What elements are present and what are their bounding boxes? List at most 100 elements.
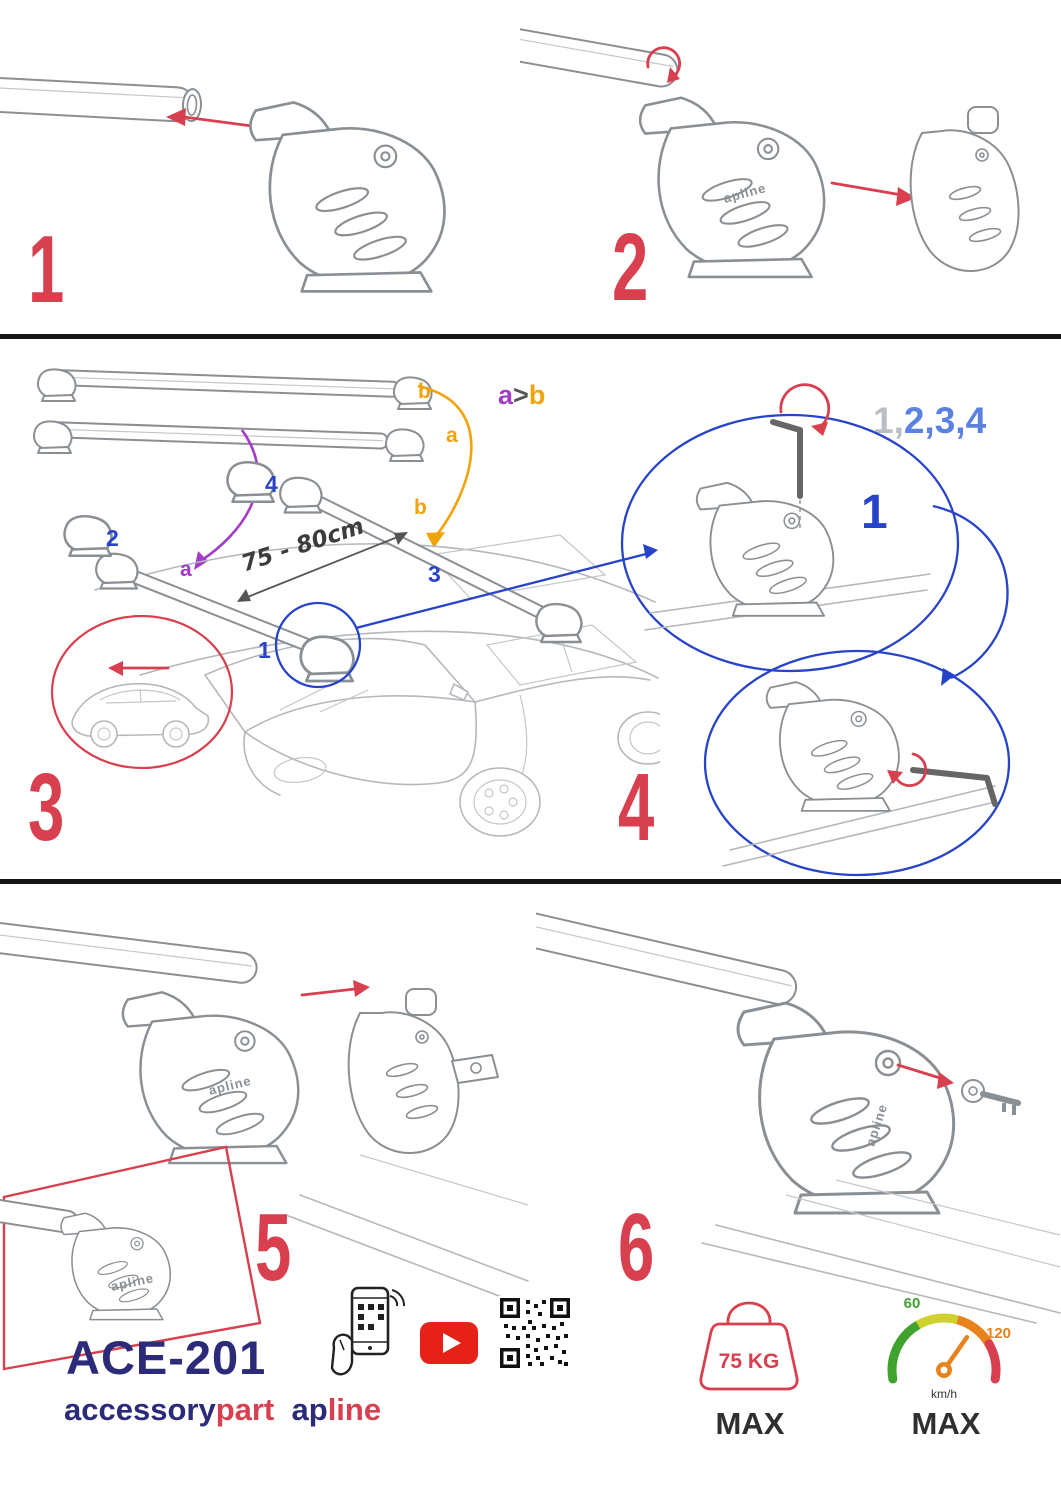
measurement-label: 75 - 80cm (238, 513, 367, 577)
step-number-5: 5 (255, 1194, 291, 1301)
stacked-bar-b-label: b (418, 380, 431, 403)
turn-arrow-side (893, 752, 928, 788)
detail-connector-arrowhead (643, 544, 658, 559)
step6-illustration: apline (536, 909, 1061, 1324)
tighten-sequence: 1,2,3,4 (873, 400, 987, 441)
tighten-seq-blue: 2,3,4 (904, 400, 987, 441)
roof-rail-lines (285, 1154, 529, 1308)
brand-accessory: accessory (64, 1392, 216, 1427)
compare-gt: > (513, 380, 529, 410)
foot-number-1: 1 (258, 637, 271, 663)
step4-illustration: 1,2,3,4 1 (620, 383, 1011, 877)
crossbar-tube (0, 77, 202, 123)
foot-cover (347, 988, 499, 1154)
allen-key-horizontal (910, 767, 998, 807)
car-direction-callout (50, 614, 234, 770)
bar-a-guide-curve (201, 429, 260, 562)
phone-qr-scan-icon (330, 1286, 406, 1376)
step-number-4: 4 (618, 754, 654, 861)
stacked-bar-b (53, 369, 401, 398)
remove-cover-arrow (300, 980, 370, 997)
allen-key-vertical (770, 419, 803, 499)
roof-bar-b-label: b (414, 496, 427, 519)
model-number: ACE-201 (66, 1331, 267, 1384)
step1-illustration (0, 77, 446, 293)
foot1-focus-circle (274, 601, 362, 689)
max-weight-label: MAX (715, 1406, 785, 1441)
compare-formula: a>b (498, 380, 545, 410)
rear-bar-foot-right (535, 602, 583, 644)
step-number-1: 1 (28, 216, 64, 323)
speed-unit-label: km/h (931, 1387, 957, 1401)
compare-b: b (529, 380, 546, 410)
front-bar-foot-left (95, 552, 139, 590)
max-speed-label: MAX (911, 1406, 981, 1441)
stacked-bar-a-label: a (446, 424, 458, 447)
speed-min-label: 60 (904, 1295, 921, 1312)
max-weight-value: 75 KG (719, 1350, 780, 1373)
bar-b-foot-left (37, 368, 77, 402)
tighten-side-detail (722, 681, 998, 867)
section-divider-2 (0, 879, 1061, 884)
section-divider-1 (0, 334, 1061, 339)
assembled-foot-small: apline (0, 1198, 172, 1321)
bar-b-guide-curve (417, 384, 473, 537)
brand-ap: ap (291, 1392, 328, 1427)
front-bar-foot-right (299, 635, 355, 683)
step3-illustration: b a a>b (33, 368, 660, 837)
foot-number-2: 2 (106, 525, 119, 551)
car-outline (94, 534, 660, 837)
stacked-bar-a (48, 421, 389, 450)
crossbar-tube (0, 921, 258, 984)
bar-a-foot-right (385, 428, 425, 462)
bar-b-guide-arrowhead (426, 532, 445, 548)
bar-a-foot-left (33, 420, 73, 454)
detail-connector-curve (932, 504, 1009, 680)
crossbar-stub (520, 26, 679, 88)
compare-a: a (498, 380, 514, 410)
brand-part: part (215, 1392, 275, 1427)
turn-arrowhead-side (887, 770, 903, 784)
remove-cover-arrow (830, 181, 916, 206)
detail-connector-line (355, 552, 647, 630)
roof-bar-a-label: a (180, 558, 192, 581)
insert-arrow (166, 108, 254, 128)
qr-code-icon (498, 1296, 572, 1370)
tighten-top-detail (644, 383, 931, 631)
turn-arrowhead (811, 422, 828, 436)
roof-rail-lines (701, 1179, 1061, 1324)
loose-foot-2 (63, 515, 113, 557)
rotate-arrowhead (667, 67, 680, 83)
speed-top-label: 120 (986, 1325, 1011, 1342)
speedometer-icon: 60 120 km/h (887, 1295, 1011, 1401)
step2-illustration: apline (520, 26, 1020, 279)
turn-arrow (779, 383, 831, 430)
brand-line: line (327, 1392, 382, 1427)
front-crossbar (105, 561, 327, 657)
assembled-zone-outline (2, 1145, 262, 1371)
detail-circle-bottom (703, 649, 1011, 877)
tighten-callout-1: 1 (861, 486, 888, 539)
roof-foot (121, 991, 300, 1165)
lock-key (961, 1079, 1021, 1115)
roof-foot (736, 1001, 956, 1215)
foot-cover (909, 106, 1020, 272)
rear-crossbar (291, 485, 555, 623)
lock-key-arrow (896, 1063, 954, 1089)
youtube-icon (420, 1322, 478, 1364)
step-number-6: 6 (618, 1194, 654, 1301)
roof-foot (638, 96, 826, 279)
step-number-3: 3 (28, 754, 64, 861)
crossbar-tube (536, 909, 798, 1006)
bar-a-guide-arrowhead (194, 551, 208, 570)
max-weight-icon: 75 KG (699, 1301, 799, 1391)
step5-illustration: apline apline (0, 921, 529, 1371)
rotate-arrow (646, 46, 682, 77)
detail-circle-top (620, 413, 960, 673)
roof-foot (249, 101, 446, 293)
brand-wordmark: accessorypart apline (64, 1392, 381, 1428)
foot-number-4: 4 (265, 471, 278, 497)
rear-bar-foot-left (279, 476, 323, 514)
foot-number-3: 3 (428, 561, 441, 587)
